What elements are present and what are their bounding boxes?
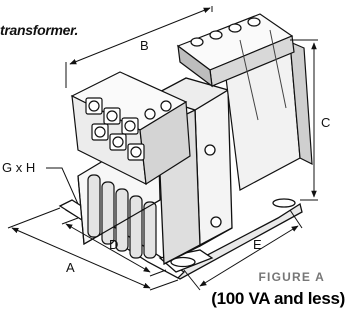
dimension-lines [7, 6, 318, 291]
dim-label-gxh: G x H [2, 160, 35, 175]
dim-label-a: A [66, 260, 75, 275]
core-rivet-lower [210, 216, 222, 228]
mount-slot-front [170, 256, 196, 268]
front-terminal-screw-4 [94, 126, 106, 138]
rear-coil [224, 41, 313, 191]
front-terminal-screw-2 [106, 110, 118, 122]
figure-title: FIGURE A [258, 270, 325, 284]
front-terminal-screw-8 [160, 100, 172, 112]
rear-terminal-screw-1 [190, 37, 204, 47]
rear-terminal-screw-2 [209, 30, 223, 40]
rear-terminal-screw-4 [247, 17, 261, 27]
front-terminal-screw-1 [88, 100, 100, 112]
figure-subtitle: (100 VA and less) [211, 289, 345, 308]
dim-label-b: B [140, 38, 149, 53]
front-terminal-screw-3 [124, 120, 136, 132]
front-terminal-screw-6 [130, 146, 142, 158]
dim-label-e: E [253, 237, 262, 252]
dim-label-c: C [321, 115, 330, 130]
rear-terminal-screw-3 [228, 23, 242, 33]
front-terminal-screw-5 [112, 136, 124, 148]
front-terminal-screw-7 [144, 108, 156, 120]
mount-slot-back [272, 198, 296, 208]
core-rivet-upper [204, 144, 216, 156]
top-caption: transformer. [0, 22, 79, 38]
front-terminal-block [70, 71, 191, 186]
dim-label-d: D [109, 237, 118, 252]
